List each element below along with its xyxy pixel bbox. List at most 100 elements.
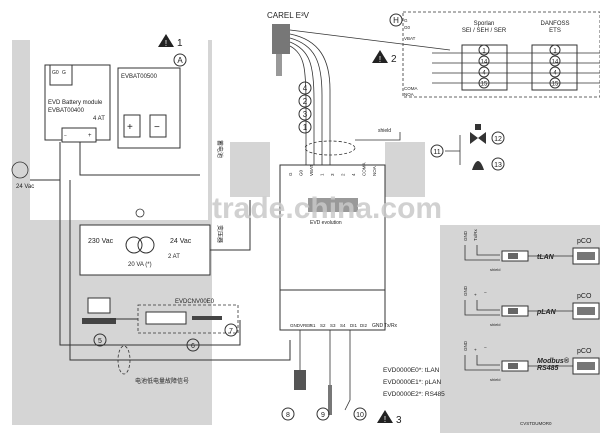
transformer-fuse: 2 AT bbox=[168, 254, 180, 260]
driver-top-terminal: COMA bbox=[362, 163, 367, 177]
svg-text:3: 3 bbox=[303, 110, 308, 119]
compat-callout-14: 14 bbox=[549, 55, 561, 67]
solenoid-valve-icon bbox=[470, 124, 486, 144]
warning-label-3: 3 bbox=[396, 415, 402, 426]
driver-bottom-terminal: GND bbox=[290, 323, 301, 328]
svg-text:Modbus®RS485: Modbus®RS485 bbox=[537, 357, 570, 372]
section-h-marker: H bbox=[389, 13, 403, 27]
callout-6: 6 bbox=[186, 338, 200, 352]
svg-text:pLAN: pLAN bbox=[536, 309, 557, 316]
model-plan: EVD0000E1*: pLAN bbox=[383, 379, 441, 386]
driver-gnd-terminal: GND bbox=[372, 323, 384, 329]
battery-terminal-g: G bbox=[62, 70, 66, 76]
valve-pipe bbox=[276, 54, 282, 76]
converter-device bbox=[145, 311, 187, 325]
svg-text:1: 1 bbox=[553, 49, 557, 55]
battery-pack-minus: − bbox=[154, 122, 160, 133]
driver-top-terminal: VBAT bbox=[309, 164, 314, 176]
svg-text:shield: shield bbox=[490, 377, 500, 382]
driver-bottom-terminal: DI2 bbox=[360, 323, 368, 328]
battery-bottom-connector bbox=[61, 127, 97, 143]
converter-label: EVDCNV00E0 bbox=[175, 299, 215, 305]
callout-5: 5 bbox=[93, 333, 107, 347]
svg-text:4: 4 bbox=[482, 71, 486, 77]
cn-battery-label: 蓄电池 bbox=[216, 140, 224, 158]
valve-label: CAREL E³V bbox=[267, 11, 310, 20]
svg-text:15: 15 bbox=[481, 82, 488, 88]
driver-bottom-terminal: VREF bbox=[300, 323, 312, 328]
svg-text:11: 11 bbox=[433, 149, 440, 156]
warning-icon-2: ! 2 bbox=[372, 50, 397, 65]
compat-callout-15: 15 bbox=[478, 77, 490, 89]
battery-top-connector bbox=[49, 64, 73, 86]
svg-text:+: + bbox=[473, 348, 478, 351]
driver-bottom-terminal: S2 bbox=[320, 323, 326, 328]
relay-bracket bbox=[445, 135, 461, 165]
wire-secondary bbox=[210, 200, 251, 251]
callout-9: 9 bbox=[316, 407, 330, 421]
svg-text:1: 1 bbox=[482, 49, 486, 55]
shield-loop bbox=[304, 140, 356, 156]
svg-text:tLAN: tLAN bbox=[537, 254, 555, 261]
cn-alarm-label: 电池低电量故障信号 bbox=[135, 377, 189, 385]
wire-battery-to-driver bbox=[59, 180, 241, 346]
driver-top-terminal: G0 bbox=[299, 169, 304, 176]
driver-top-terminal: 1 bbox=[320, 173, 325, 176]
computer-monitor bbox=[87, 297, 111, 314]
compat-callout-15: 15 bbox=[549, 77, 561, 89]
alarm-bell-icon bbox=[472, 161, 484, 170]
shield-wire bbox=[355, 132, 401, 141]
svg-text:Tx/Rx: Tx/Rx bbox=[473, 229, 478, 241]
svg-text:GND: GND bbox=[463, 230, 468, 241]
network-last-device: CVSTDUMOR0 bbox=[520, 421, 552, 426]
callout-2: 2 bbox=[298, 94, 312, 108]
callout-10: 10 bbox=[353, 407, 367, 421]
valve-icon: CAREL E³V bbox=[267, 11, 310, 76]
sensor-wires bbox=[299, 330, 351, 411]
side-vbat: VBAT bbox=[404, 36, 416, 41]
compat-callout-1: 1 bbox=[478, 44, 490, 56]
battery-module-code: EVBAT00400 bbox=[48, 108, 85, 114]
driver-bottom-block bbox=[279, 289, 386, 331]
svg-text:8: 8 bbox=[286, 412, 290, 419]
svg-text:2: 2 bbox=[303, 97, 308, 106]
computer-icon bbox=[82, 297, 116, 324]
svg-text:5: 5 bbox=[98, 338, 102, 345]
driver-bottom-terminal: S1 bbox=[310, 323, 316, 328]
svg-text:6: 6 bbox=[191, 343, 195, 350]
battery-terminal-g0: G0 bbox=[52, 70, 59, 76]
svg-text:shield: shield bbox=[490, 267, 500, 272]
svg-text:pCO: pCO bbox=[577, 293, 592, 300]
pressure-sensor-icon bbox=[294, 370, 306, 390]
connector-band-right bbox=[385, 142, 425, 197]
svg-text:GND: GND bbox=[463, 340, 468, 351]
battery-cell-minus bbox=[149, 114, 167, 138]
warning-label-1: 1 bbox=[177, 38, 183, 49]
svg-text:9: 9 bbox=[321, 412, 325, 419]
warning-icon-3: ! 3 bbox=[377, 410, 402, 426]
transformer-coil-1 bbox=[125, 236, 143, 254]
callout-7: 7 bbox=[224, 323, 238, 337]
ground-icon bbox=[11, 161, 29, 179]
temp-sensor-icon bbox=[328, 385, 332, 415]
callout-12: 12 bbox=[491, 131, 505, 145]
svg-text:!: ! bbox=[379, 55, 381, 64]
connector-band bbox=[230, 142, 270, 197]
compat-callout-4: 4 bbox=[549, 66, 561, 78]
svg-text:4: 4 bbox=[553, 71, 557, 77]
svg-text:−: − bbox=[484, 345, 487, 351]
side-g: G bbox=[404, 18, 408, 23]
section-h-label: H bbox=[393, 16, 399, 25]
callout-3: 3 bbox=[298, 107, 312, 121]
valve-wire-3 bbox=[289, 41, 315, 170]
battery-minus: − bbox=[64, 133, 67, 139]
driver-top-terminal: NOA bbox=[372, 166, 377, 176]
svg-text:14: 14 bbox=[481, 60, 488, 66]
model-rs485: EVD0000E2*: RS485 bbox=[383, 391, 445, 398]
supply-24vac-left: 24 Vac bbox=[16, 184, 34, 190]
driver-body bbox=[279, 164, 386, 291]
